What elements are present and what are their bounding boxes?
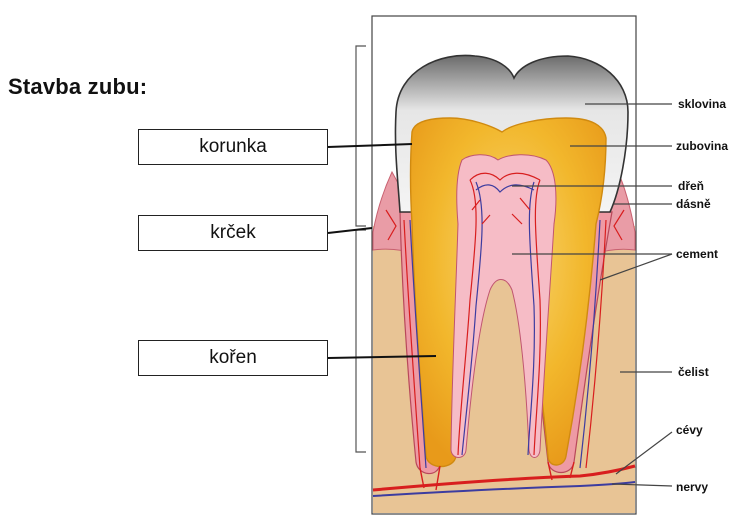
crown-bracket bbox=[356, 46, 366, 226]
vessels-label: cévy bbox=[676, 423, 703, 437]
jaw-label: čelist bbox=[678, 365, 709, 379]
cement-label: cement bbox=[676, 247, 718, 261]
neck-label-box: krček bbox=[138, 215, 328, 251]
nerves-label: nervy bbox=[676, 480, 708, 494]
enamel-label: sklovina bbox=[678, 97, 726, 111]
gums-label: dásně bbox=[676, 197, 711, 211]
root-label-box: kořen bbox=[138, 340, 328, 376]
dentin-label: zubovina bbox=[676, 139, 728, 153]
diagram-title: Stavba zubu: bbox=[8, 74, 147, 100]
pulp-label: dřeň bbox=[678, 179, 704, 193]
root-bracket bbox=[356, 230, 366, 452]
crown-label-box: korunka bbox=[138, 129, 328, 165]
